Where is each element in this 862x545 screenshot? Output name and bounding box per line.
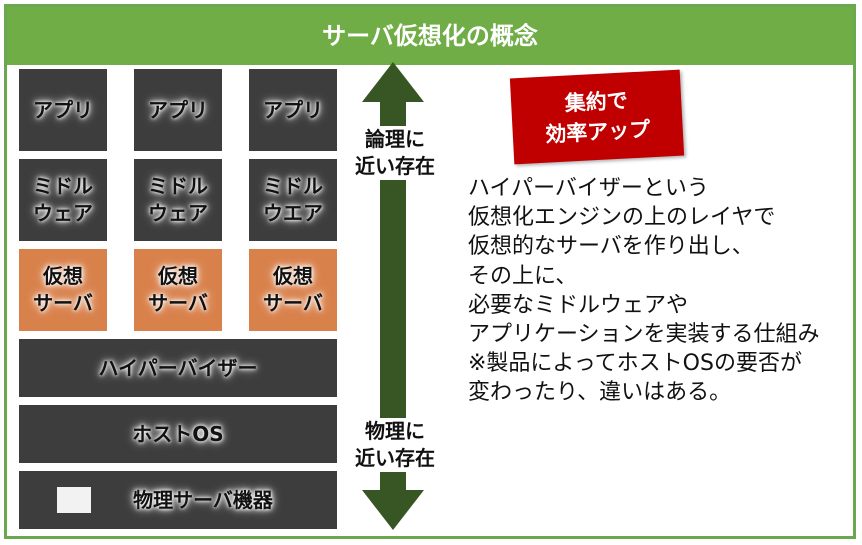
app-box-1: アプリ — [19, 69, 107, 151]
host-os-layer: ホストOS — [19, 405, 337, 463]
middleware-box-2: ミドル ウェア — [134, 159, 222, 241]
diagram-title: サーバ仮想化の概念 — [7, 7, 853, 65]
virtual-server-box-2: 仮想 サーバ — [134, 249, 222, 331]
virtual-server-box-3: 仮想 サーバ — [249, 249, 337, 331]
middleware-box-1: ミドル ウェア — [19, 159, 107, 241]
hypervisor-layer: ハイパーバイザー — [19, 339, 337, 397]
middleware-box-3: ミドル ウエア — [249, 159, 337, 241]
hardware-legend-square — [57, 487, 91, 513]
app-box-2: アプリ — [134, 69, 222, 151]
efficiency-badge: 集約で 効率アップ — [509, 69, 685, 165]
virtual-server-box-1: 仮想 サーバ — [19, 249, 107, 331]
physical-label: 物理に 近い存在 — [350, 418, 440, 472]
app-box-3: アプリ — [249, 69, 337, 151]
description-text: ハイパーバイザーという 仮想化エンジンの上のレイヤで 仮想的なサーバを作り出し、… — [468, 176, 820, 406]
logical-label: 論理に 近い存在 — [350, 126, 440, 180]
double-arrow-icon — [362, 62, 424, 530]
hardware-layer: 物理サーバ機器 — [19, 471, 337, 529]
